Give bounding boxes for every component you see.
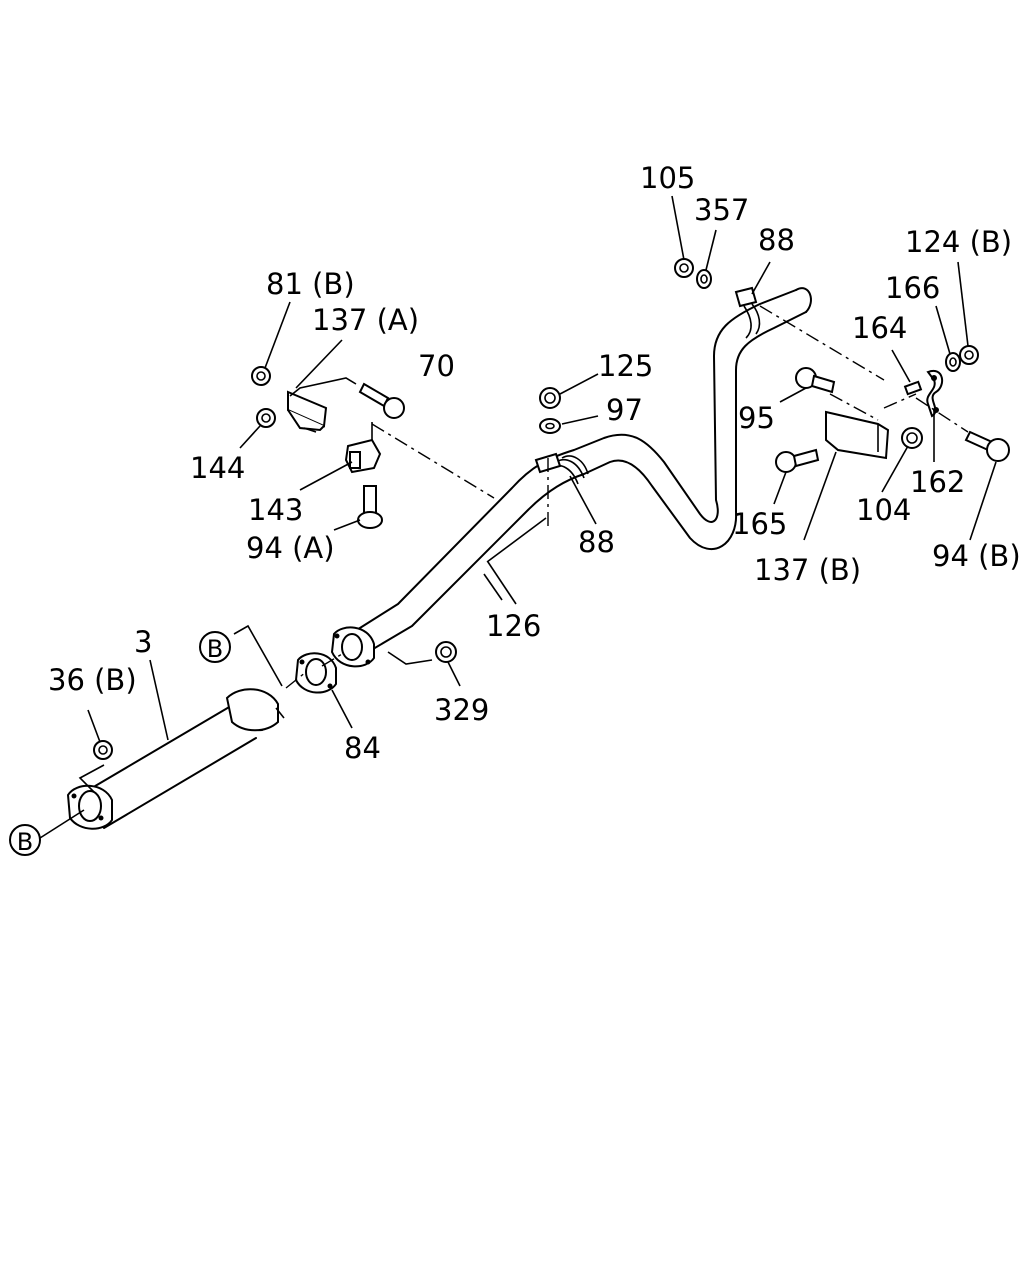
reference-b-upper: B bbox=[199, 631, 231, 663]
label-125: 125 bbox=[598, 349, 653, 383]
label-36b: 36 (B) bbox=[48, 663, 137, 697]
label-164: 164 bbox=[852, 311, 907, 345]
nut-104 bbox=[901, 427, 923, 449]
nut-36b bbox=[93, 740, 113, 760]
label-88-mid: 88 bbox=[578, 525, 615, 559]
bolt-165 bbox=[775, 448, 820, 473]
clamp-88-upper bbox=[734, 286, 761, 339]
label-137a: 137 (A) bbox=[312, 303, 419, 337]
part-labels: 105 357 88 124 (B) 166 164 81 (B) 137 (A… bbox=[48, 161, 1021, 765]
gasket-84 bbox=[294, 652, 337, 694]
label-126: 126 bbox=[486, 609, 541, 643]
label-95: 95 bbox=[738, 401, 775, 435]
label-3: 3 bbox=[134, 625, 152, 659]
bolt-94b bbox=[964, 430, 1010, 462]
bolt-70 bbox=[358, 382, 405, 419]
svg-text:B: B bbox=[17, 828, 33, 856]
label-329: 329 bbox=[434, 693, 489, 727]
label-94b: 94 (B) bbox=[932, 539, 1021, 573]
label-166: 166 bbox=[885, 271, 940, 305]
label-104: 104 bbox=[856, 493, 911, 527]
leader-lines bbox=[39, 195, 997, 839]
label-94a: 94 (A) bbox=[246, 531, 335, 565]
label-88-top: 88 bbox=[758, 223, 795, 257]
washer-97 bbox=[539, 418, 561, 434]
label-81b: 81 (B) bbox=[266, 267, 355, 301]
exhaust-pipe-126 bbox=[351, 287, 812, 653]
bracket-137b bbox=[825, 410, 890, 460]
nut-105 bbox=[674, 258, 694, 278]
label-165: 165 bbox=[732, 507, 787, 541]
hanger-162 bbox=[926, 369, 944, 418]
washer-357 bbox=[696, 269, 712, 289]
label-137b: 137 (B) bbox=[754, 553, 861, 587]
label-105: 105 bbox=[640, 161, 695, 195]
label-162: 162 bbox=[910, 465, 965, 499]
label-70: 70 bbox=[418, 349, 455, 383]
clamp-88-center bbox=[534, 452, 589, 485]
bolt-94a bbox=[357, 485, 383, 529]
nut-329 bbox=[435, 641, 457, 663]
nut-144 bbox=[256, 408, 276, 428]
pipe-flange bbox=[330, 626, 375, 668]
label-143: 143 bbox=[248, 493, 303, 527]
nut-125 bbox=[539, 387, 561, 409]
bolt-95 bbox=[795, 367, 836, 394]
label-357: 357 bbox=[694, 193, 749, 227]
washer-166 bbox=[945, 352, 961, 372]
reference-b-lower: B bbox=[9, 824, 41, 856]
nut-81b bbox=[251, 366, 271, 386]
label-144: 144 bbox=[190, 451, 245, 485]
insulator-143 bbox=[344, 422, 382, 474]
bracket-137a bbox=[287, 377, 357, 433]
nut-124b bbox=[959, 345, 979, 365]
pin-164 bbox=[903, 380, 923, 396]
label-124b: 124 (B) bbox=[905, 225, 1012, 259]
svg-text:B: B bbox=[207, 635, 223, 663]
label-84: 84 bbox=[344, 731, 381, 765]
front-pipe-3 bbox=[66, 688, 285, 830]
label-97: 97 bbox=[606, 393, 643, 427]
